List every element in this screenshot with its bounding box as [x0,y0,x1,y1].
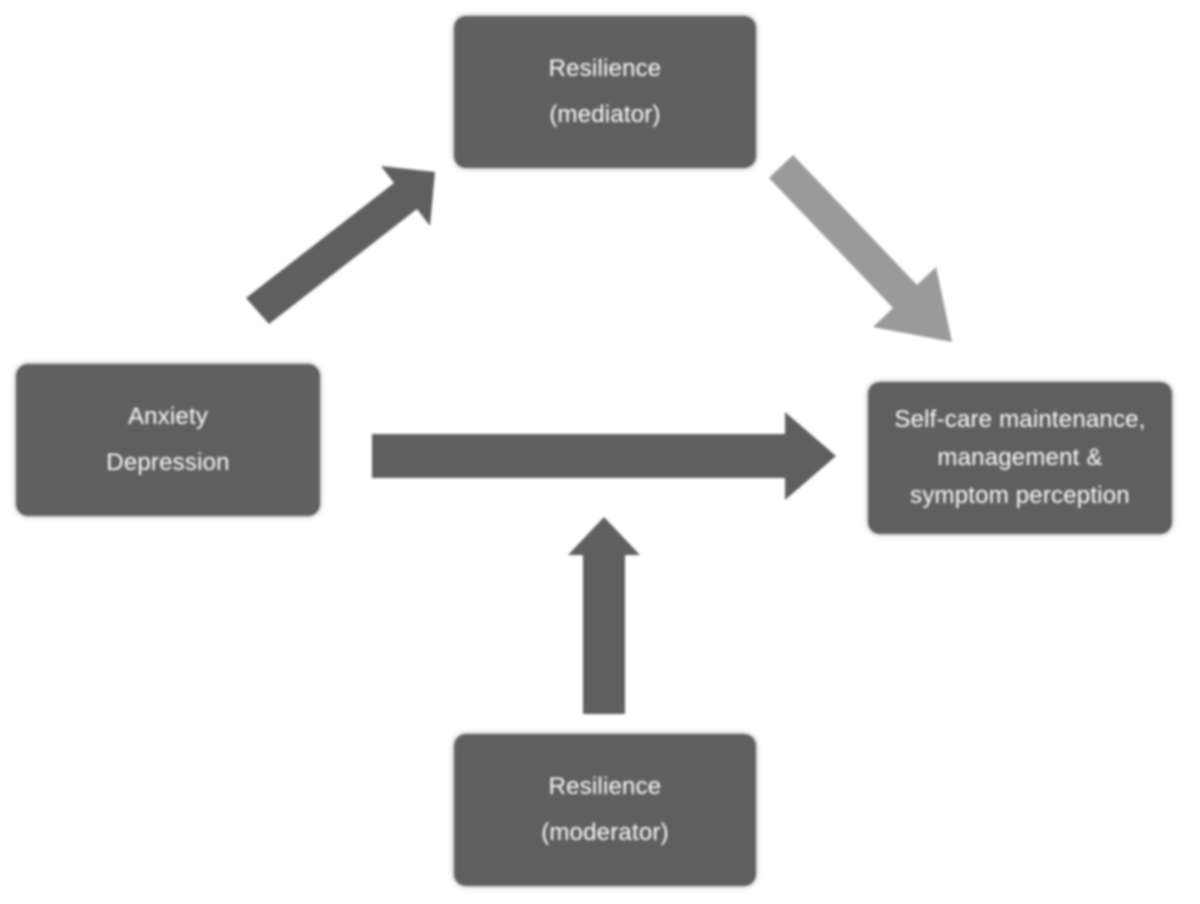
node-resilience-moderator-label: Resilience (moderator) [541,773,669,846]
arrow-mediator-to-selfcare [769,155,952,342]
node-resilience-mediator-label: Resilience (mediator) [548,55,662,128]
node-anxiety-depression-label: Anxiety Depression [106,403,230,476]
node-self-care-label: Self-care maintenance, management & symp… [894,406,1146,509]
arrow-anxiety-to-selfcare [372,412,836,500]
node-resilience-mediator: Resilience (mediator) [454,16,756,168]
arrow-anxiety-to-mediator [246,166,435,324]
arrow-moderator-to-path [568,517,640,714]
node-self-care: Self-care maintenance, management & symp… [868,382,1172,534]
node-anxiety-depression: Anxiety Depression [16,364,320,516]
node-resilience-moderator: Resilience (moderator) [454,734,756,886]
